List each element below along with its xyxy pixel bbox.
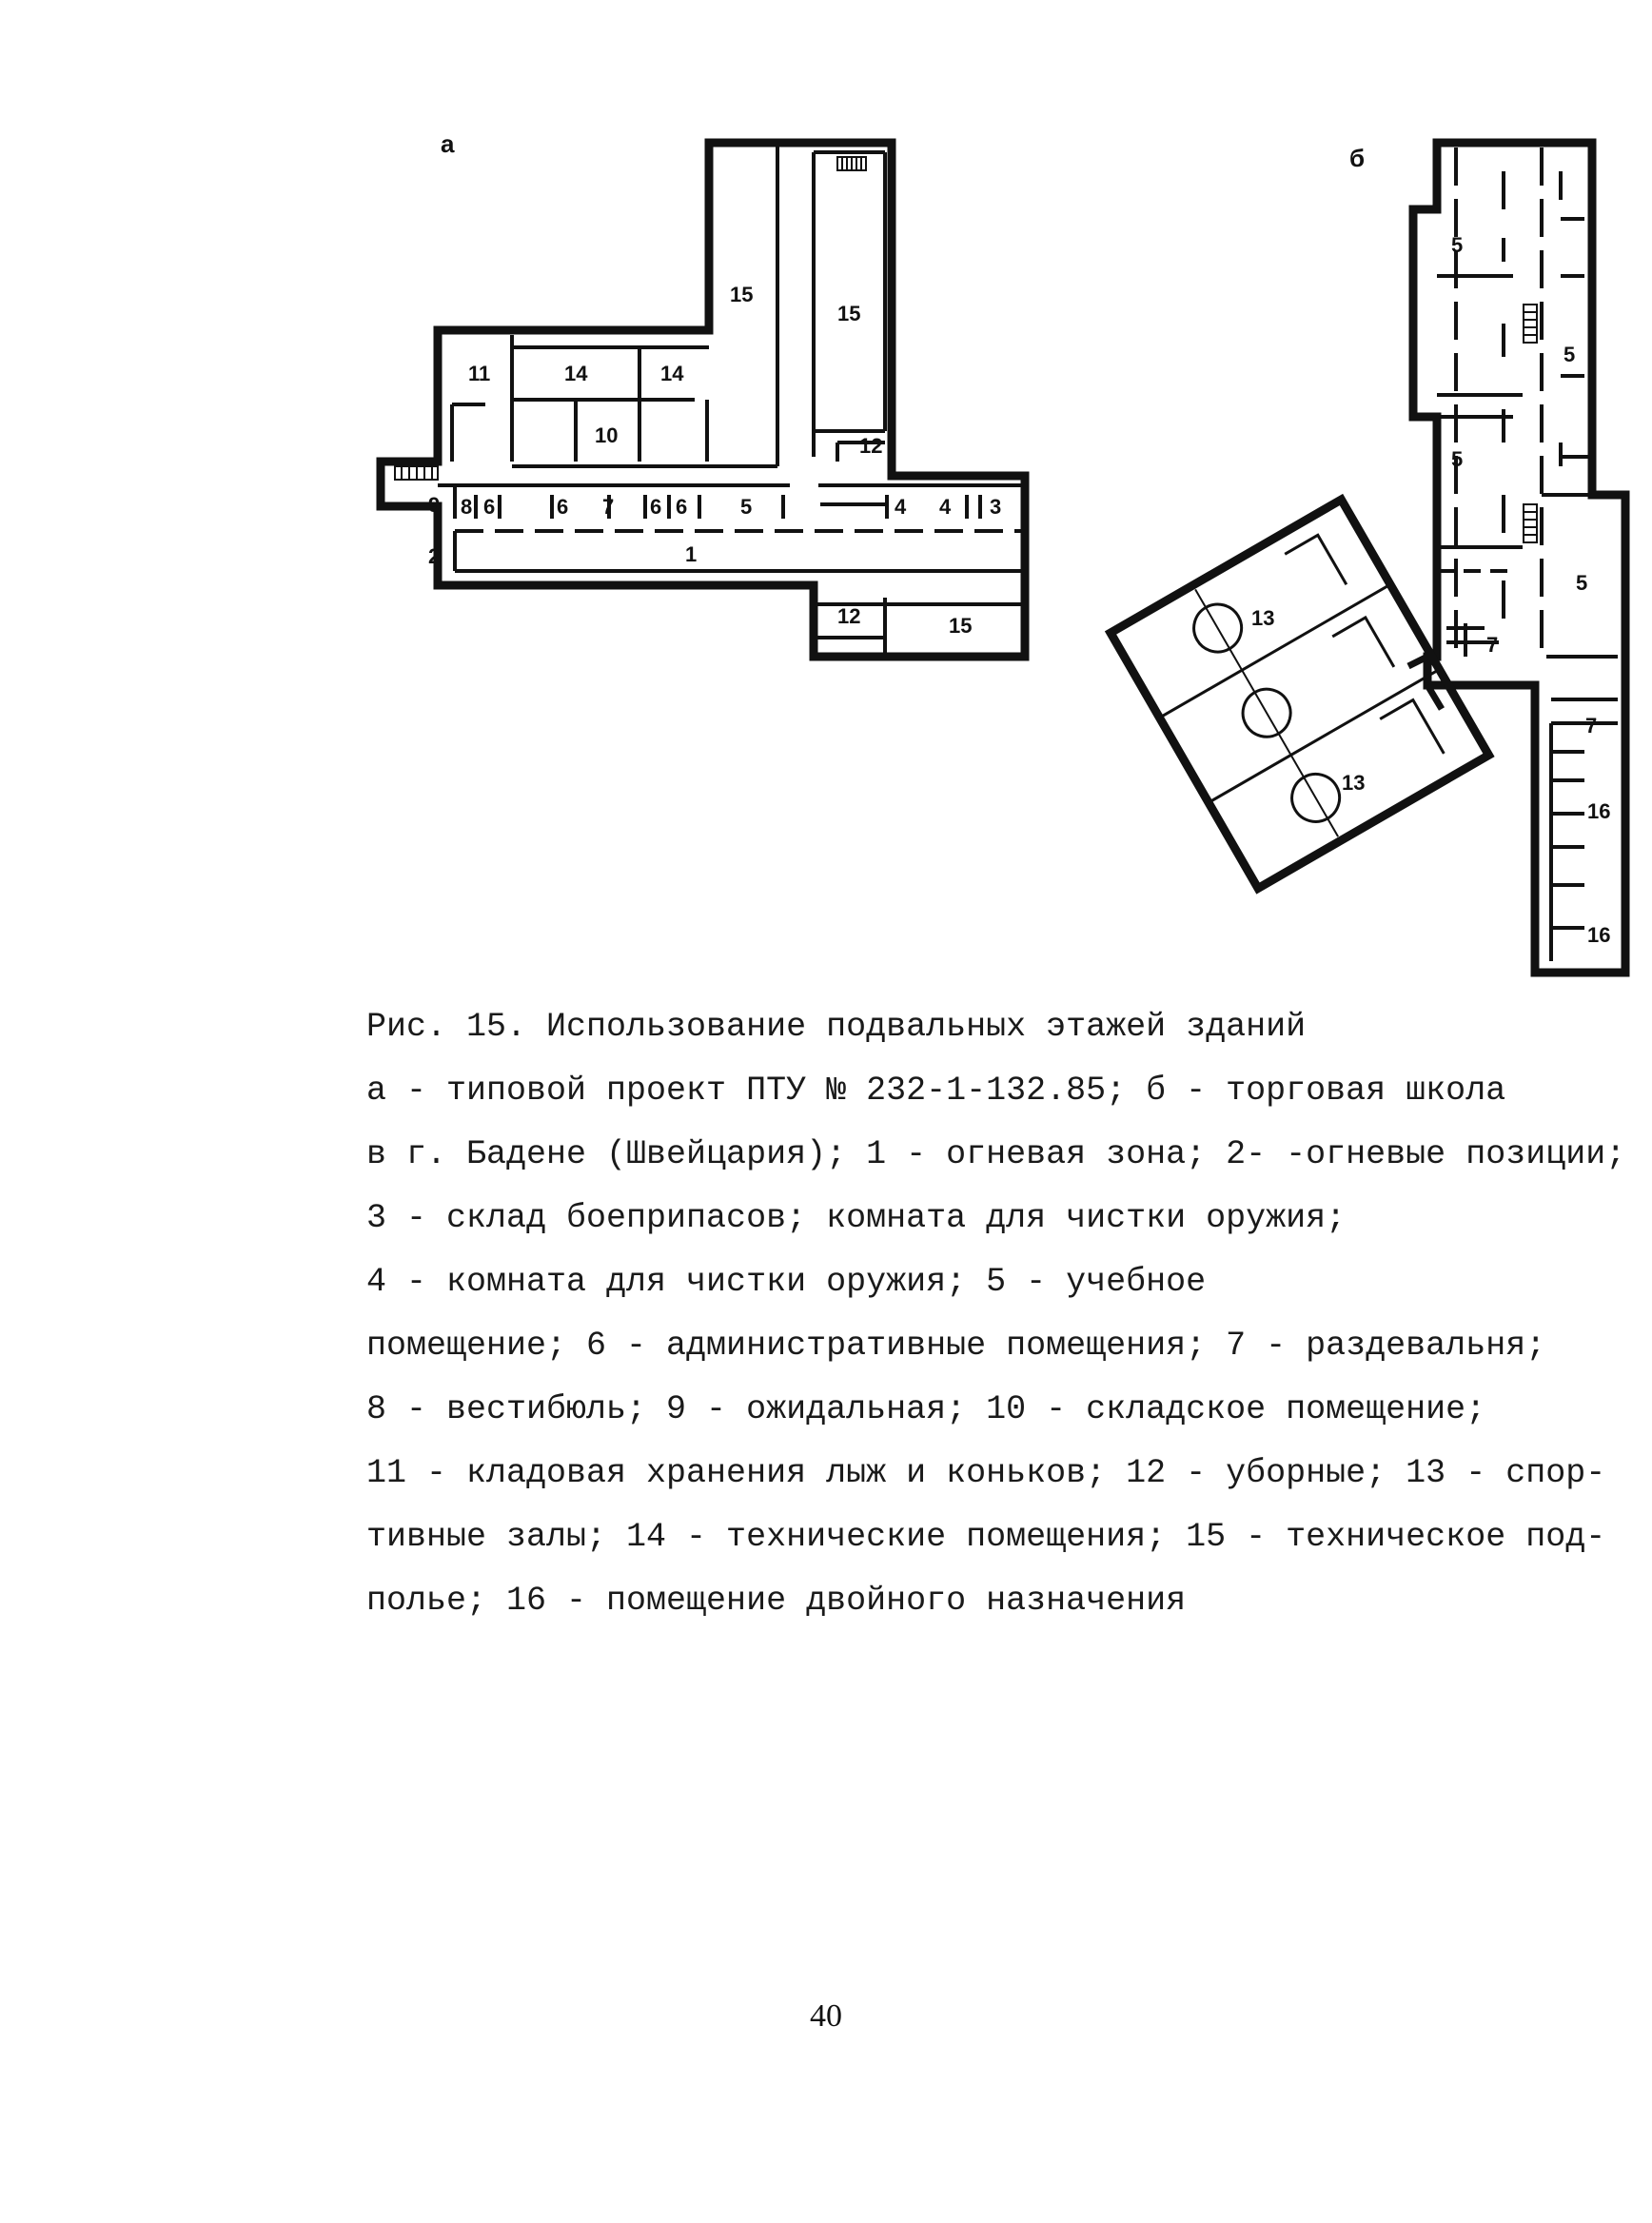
- room-label: 6: [650, 495, 661, 519]
- room-label: 14: [660, 362, 684, 385]
- room-label: 5: [1451, 233, 1463, 257]
- plan-b: б: [1104, 138, 1630, 977]
- plan-a-letter: а: [441, 129, 455, 158]
- room-label: 13: [1342, 771, 1365, 795]
- plan-b-connector-wall: [1406, 653, 1446, 711]
- room-label: 9: [428, 493, 440, 517]
- room-label: 7: [1486, 633, 1498, 657]
- room-label: 5: [1451, 447, 1463, 471]
- figure-15-floor-plans: а: [376, 129, 1630, 977]
- plan-b-outer-wall: [1408, 138, 1630, 977]
- caption-line: а - типовой проект ПТУ № 232-1-132.85; б…: [366, 1072, 1506, 1110]
- plan-b-sports-wing: [1104, 493, 1495, 895]
- room-label: 13: [1251, 606, 1274, 630]
- room-label: 7: [602, 495, 614, 519]
- room-label: 10: [595, 423, 618, 447]
- room-label: 4: [939, 495, 952, 519]
- caption-line: 4 - комната для чистки оружия; 5 - учебн…: [366, 1263, 1207, 1301]
- caption-line: Рис. 15. Использование подвальных этажей…: [366, 1008, 1307, 1046]
- plan-b-letter: б: [1349, 144, 1365, 172]
- room-label: 5: [740, 495, 752, 519]
- plan-a: а: [376, 129, 1030, 661]
- plan-b-room-labels: 5 5 5 5 7 7 13 13 16 16: [1251, 233, 1610, 947]
- caption-line: полье; 16 - помещение двойного назначени…: [366, 1582, 1187, 1620]
- caption-line: 8 - вестибюль; 9 - ожидальная; 10 - скла…: [366, 1390, 1486, 1428]
- plan-a-outer-wall: [376, 138, 1030, 661]
- room-label: 14: [564, 362, 588, 385]
- room-label: 12: [837, 604, 860, 628]
- plan-b-interior-walls: [1437, 148, 1618, 961]
- room-label: 16: [1587, 799, 1610, 823]
- room-label: 12: [859, 434, 882, 458]
- caption-line: в г. Бадене (Швейцария); 1 - огневая зон…: [366, 1135, 1626, 1173]
- figure-caption: Рис. 15. Использование подвальных этажей…: [366, 995, 1642, 1633]
- plan-a-room-labels: 15 15 11 14 14 10 12 9 8 6 6 7 6 6 5 4 4…: [428, 283, 1001, 638]
- page-number: 40: [810, 1998, 842, 2034]
- room-label: 3: [990, 495, 1001, 519]
- room-label: 5: [1564, 343, 1575, 366]
- room-label: 1: [685, 542, 697, 566]
- room-label: 2: [428, 544, 440, 568]
- room-label: 7: [1585, 714, 1597, 738]
- room-label: 4: [895, 495, 907, 519]
- room-label: 15: [730, 283, 753, 306]
- caption-line: 11 - кладовая хранения лыж и коньков; 12…: [366, 1454, 1606, 1492]
- room-label: 15: [837, 302, 860, 325]
- plan-a-stairs: [394, 156, 867, 481]
- caption-line: 3 - склад боеприпасов; комната для чистк…: [366, 1199, 1347, 1237]
- plan-a-interior-walls: [438, 143, 1025, 657]
- room-label: 6: [557, 495, 568, 519]
- room-label: 16: [1587, 923, 1610, 947]
- caption-line: помещение; 6 - административные помещени…: [366, 1327, 1546, 1365]
- room-label: 11: [468, 362, 490, 385]
- room-label: 15: [949, 614, 972, 638]
- room-label: 6: [483, 495, 495, 519]
- room-label: 8: [461, 495, 472, 519]
- room-label: 5: [1576, 571, 1587, 595]
- plan-b-stairs: [1523, 304, 1538, 543]
- caption-line: тивные залы; 14 - технические помещения;…: [366, 1518, 1606, 1556]
- room-label: 6: [676, 495, 687, 519]
